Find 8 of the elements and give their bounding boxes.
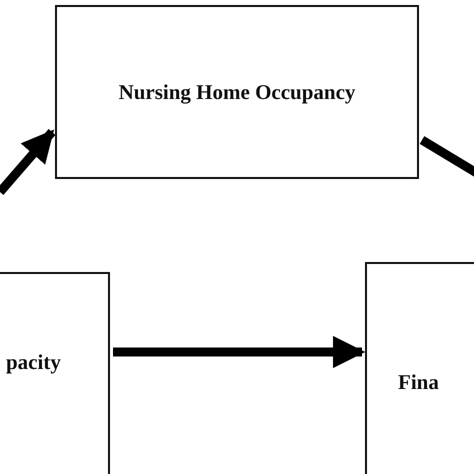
box-label: pacity	[6, 350, 61, 374]
arrow	[113, 336, 366, 368]
arrow	[0, 129, 56, 195]
process-box	[55, 5, 419, 179]
box-label: Fina	[398, 370, 439, 394]
box-label: Nursing Home Occupancy	[118, 80, 356, 104]
process-box	[0, 272, 110, 474]
process-box	[365, 262, 474, 474]
